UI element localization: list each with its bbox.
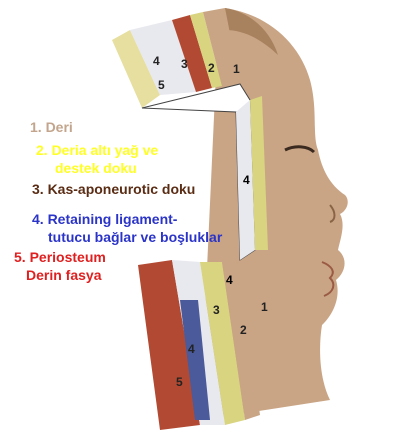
label-top-3: 3: [181, 57, 188, 71]
label-mid-4: 4: [243, 173, 250, 187]
legend-item-2-line-2: destek doku: [55, 160, 137, 176]
label-bot-5: 5: [176, 375, 183, 389]
legend-item-4-line-2: tutucu bağlar ve boşluklar: [48, 229, 223, 245]
label-top-2: 2: [208, 61, 215, 75]
legend-item-4: 4. Retaining ligament- tutucu bağlar ve …: [32, 210, 222, 246]
top-layer-stack: [112, 8, 240, 108]
label-bot-2: 2: [240, 323, 247, 337]
diagram-labels: 4 3 2 1 5 4 4 3 2 1 4 5: [153, 54, 268, 389]
label-top-5: 5: [158, 78, 165, 92]
middle-layer-band: [141, 83, 268, 261]
label-bot-4a: 4: [226, 273, 233, 287]
legend-item-5-line-2: Derin fasya: [26, 267, 102, 283]
label-bot-4b: 4: [188, 342, 195, 356]
legend-item-1: 1. Deri: [30, 118, 73, 136]
nose-shade: [329, 204, 336, 223]
legend-item-1-line-1: 1. Deri: [30, 119, 73, 135]
legend-item-3-line-1: 3. Kas-aponeurotic doku: [32, 181, 196, 197]
label-bot-3: 3: [213, 303, 220, 317]
label-top-4: 4: [153, 54, 160, 68]
bottom-layer-stack: [138, 260, 260, 430]
label-bot-1: 1: [261, 300, 268, 314]
legend-item-2-line-1: 2. Deria altı yağ ve: [36, 142, 159, 158]
legend-item-4-line-1: 4. Retaining ligament-: [32, 211, 178, 227]
legend-item-5-line-1: 5. Periosteum: [14, 249, 106, 265]
legend-item-5: 5. Periosteum Derin fasya: [14, 248, 106, 284]
eye-lashes: [284, 145, 316, 154]
lips: [321, 261, 335, 297]
legend-item-2: 2. Deria altı yağ ve destek doku: [36, 141, 158, 177]
legend-item-3: 3. Kas-aponeurotic doku: [32, 180, 195, 198]
label-top-1: 1: [233, 62, 240, 76]
face-shadow: [225, 8, 278, 55]
